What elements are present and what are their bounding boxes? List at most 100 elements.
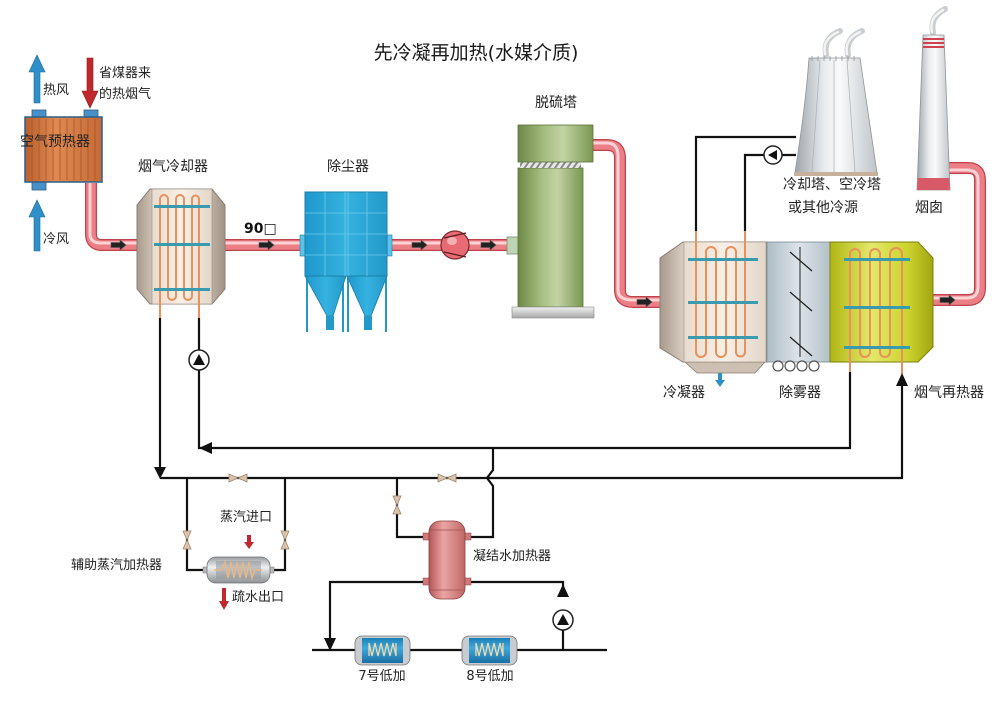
valve-icon [280,530,290,541]
flue-gas-cooler: 烟气冷却器 [136,159,226,318]
drain-outlet-arrow-icon [219,588,229,610]
air-preheater-nozzle [31,181,47,191]
valve-icon [446,473,457,483]
demister-blades [789,251,813,357]
hot-water-supply-line [160,384,904,480]
air-preheater-body [24,116,103,183]
condensate-heater-shell [428,520,466,600]
aux-steam-heater: 蒸汽进口 疏水出口 辅助蒸汽加热器 [71,510,284,610]
flue-gas-cooler-tube-bank [151,188,213,305]
cooling-water-supply-line [694,135,796,231]
condenser: 冷凝器 [659,230,768,401]
valve-icon [237,473,248,483]
cooling-water-return-line [743,153,796,231]
fan-highlight [447,237,457,245]
flow-arrows [110,239,956,308]
chimney-body [916,34,951,191]
economizer-gas-label-line1: 省煤器来 [99,66,151,81]
cooling-tower-label-line2: 或其他冷源 [788,200,858,216]
cooling-tower-rim [811,56,855,61]
valve-icon [392,495,402,506]
pump-cooler-circuit [188,349,210,371]
demister-wash-nozzles [772,360,820,372]
condensate-heater: 凝结水加热器 [422,520,551,600]
lp-heater-8-label: 8号低加 [466,669,513,684]
lp-heater-coil [475,642,504,657]
dust-collector: 除尘器 [299,159,393,332]
arrow-down-icon [154,467,166,479]
cold-air-label: 冷风 [43,232,69,247]
fan-casing [440,230,470,260]
steam-inlet-arrow-icon [244,535,254,549]
economizer-gas-label-line2: 的热烟气 [99,86,151,102]
condenser-label: 冷凝器 [663,385,705,401]
steam-inlet-label: 蒸汽进口 [220,510,272,525]
tower-spray-layer [520,162,581,168]
condenser-drain-hopper [683,361,766,374]
drain-outlet-label: 疏水出口 [232,590,284,605]
chimney-plume-highlight [930,8,945,34]
air-preheater-plates [31,119,96,180]
reheater-coil [849,247,903,374]
dust-hopper-spout [364,316,372,330]
baffle [844,346,910,349]
desulfurization-tower: 脱硫塔 [506,95,595,319]
flow-arrow-icon [939,294,956,306]
chimney-band [923,46,944,48]
condensate-heater-label: 凝结水加热器 [473,548,551,564]
valve-icon [280,539,290,550]
valve-icon [437,473,448,483]
tower-lower-shell [517,167,584,308]
flow-arrow-icon [258,239,275,251]
fan-icon [443,232,467,258]
tower-upper-shell [517,124,594,163]
chimney-base-band [917,178,950,190]
aux-heater-bypass-line [185,478,287,572]
reheater-shell [829,241,934,363]
condensate-drain-arrow-icon [715,373,725,387]
chimney: 烟囱 [915,6,951,216]
lp-heater-coil [368,642,397,657]
pump-direction-icon [768,150,777,160]
baffle [844,306,910,309]
lp-heater-supply-line [328,580,429,639]
cooling-tower-basin [794,172,878,176]
demister-label: 除雾器 [779,385,821,401]
aux-heater-coil [214,559,262,581]
flue-gas-cooler-coil [159,194,200,318]
demister-body [766,241,831,363]
air-preheater: 空气预热器 [20,109,103,191]
baffle [154,288,210,291]
pipe-tower-to-condenser [593,139,661,308]
dust-hopper [304,275,347,317]
pump-direction-icon [193,354,205,365]
diagram-title: 先冷凝再加热(水媒介质) [374,42,579,64]
cooling-tower: 冷却塔、空冷塔 或其他冷源 [783,28,881,216]
dust-collector-label: 除尘器 [327,159,369,175]
water-return-line [197,318,852,450]
baffle [688,258,758,261]
steam-plume-highlight [823,30,862,56]
hot-air-label: 热风 [43,83,69,98]
desulfurization-tower-label: 脱硫塔 [535,95,577,111]
pump-lp-heater [552,609,574,631]
flow-arrow-icon [480,239,497,251]
lp-heater-7: 7号低加 [354,635,411,684]
cooler-outlet-temperature: 90□ [244,221,277,237]
flow-arrow-icon [110,239,127,251]
valve-icon [392,504,402,515]
flue-gas-reheater-label: 烟气再热器 [914,385,984,401]
flow-arrow-icon [636,296,653,308]
chimney-band [923,38,944,40]
cooling-tower-shell [794,57,878,174]
arrow-left-icon [199,442,212,454]
dust-hopper-spout [326,316,334,330]
baffle [688,336,758,339]
arrow-down-icon [324,638,336,651]
lp-heater-return-line [465,580,565,630]
lp-heater-8: 8号低加 [461,635,518,684]
valves [182,473,457,550]
cold-air-arrow-icon [28,199,46,252]
hot-flue-gas-arrow-icon [81,57,99,109]
